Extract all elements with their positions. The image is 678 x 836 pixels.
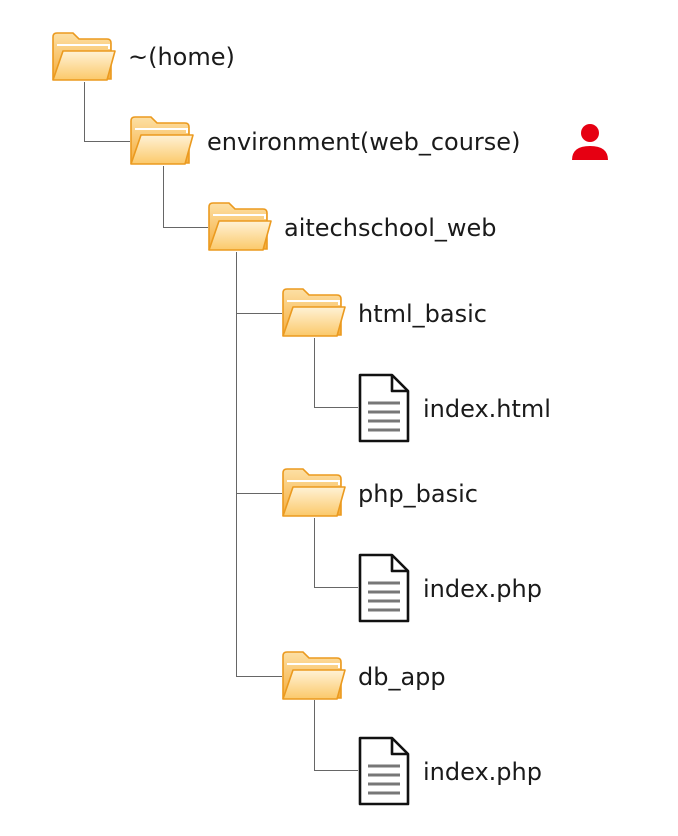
file-label-index-html: index.html (423, 395, 551, 423)
connector-php-basic-index (314, 518, 358, 588)
folder-label-environment: environment(web_course) (207, 128, 521, 156)
connector-db-app-index (314, 700, 358, 771)
folder-label-home: ~(home) (128, 43, 235, 71)
file-icon (358, 373, 410, 443)
folder-icon (281, 287, 347, 339)
file-icon (358, 736, 410, 806)
folder-label-aitechschool-web: aitechschool_web (284, 214, 497, 242)
folder-icon (51, 31, 117, 83)
file-label-index-php: index.php (423, 575, 542, 603)
connector-html-basic-index (314, 338, 358, 408)
connector-home-environment (84, 82, 130, 142)
folder-icon (129, 115, 195, 167)
folder-icon (281, 650, 347, 702)
user-icon (572, 124, 608, 160)
folder-label-html-basic: html_basic (358, 300, 487, 328)
connector-environment-aitechschool (163, 166, 208, 228)
folder-label-php-basic: php_basic (358, 480, 478, 508)
folder-label-db-app: db_app (358, 663, 446, 691)
folder-icon (281, 467, 347, 519)
folder-icon (207, 201, 273, 253)
file-label-index-php: index.php (423, 758, 542, 786)
connector-aitechschool-children (236, 252, 282, 677)
file-icon (358, 553, 410, 623)
